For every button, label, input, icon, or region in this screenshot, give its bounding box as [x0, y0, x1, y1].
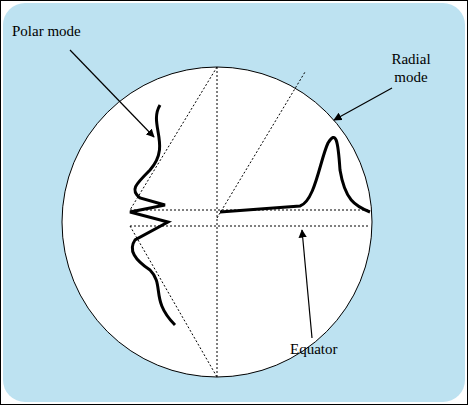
mode-label: Radial mode [380, 50, 442, 86]
mode-label: Equator [290, 340, 370, 358]
radial-mode-curve [220, 137, 370, 212]
leader-line [302, 230, 312, 338]
leader-line [70, 50, 154, 137]
polar-mode-curve [130, 105, 175, 325]
panel [3, 3, 465, 402]
leader-line [334, 88, 392, 120]
sphere [62, 67, 372, 377]
guide-lines [130, 67, 370, 377]
mode-label: Polar mode [12, 22, 132, 40]
